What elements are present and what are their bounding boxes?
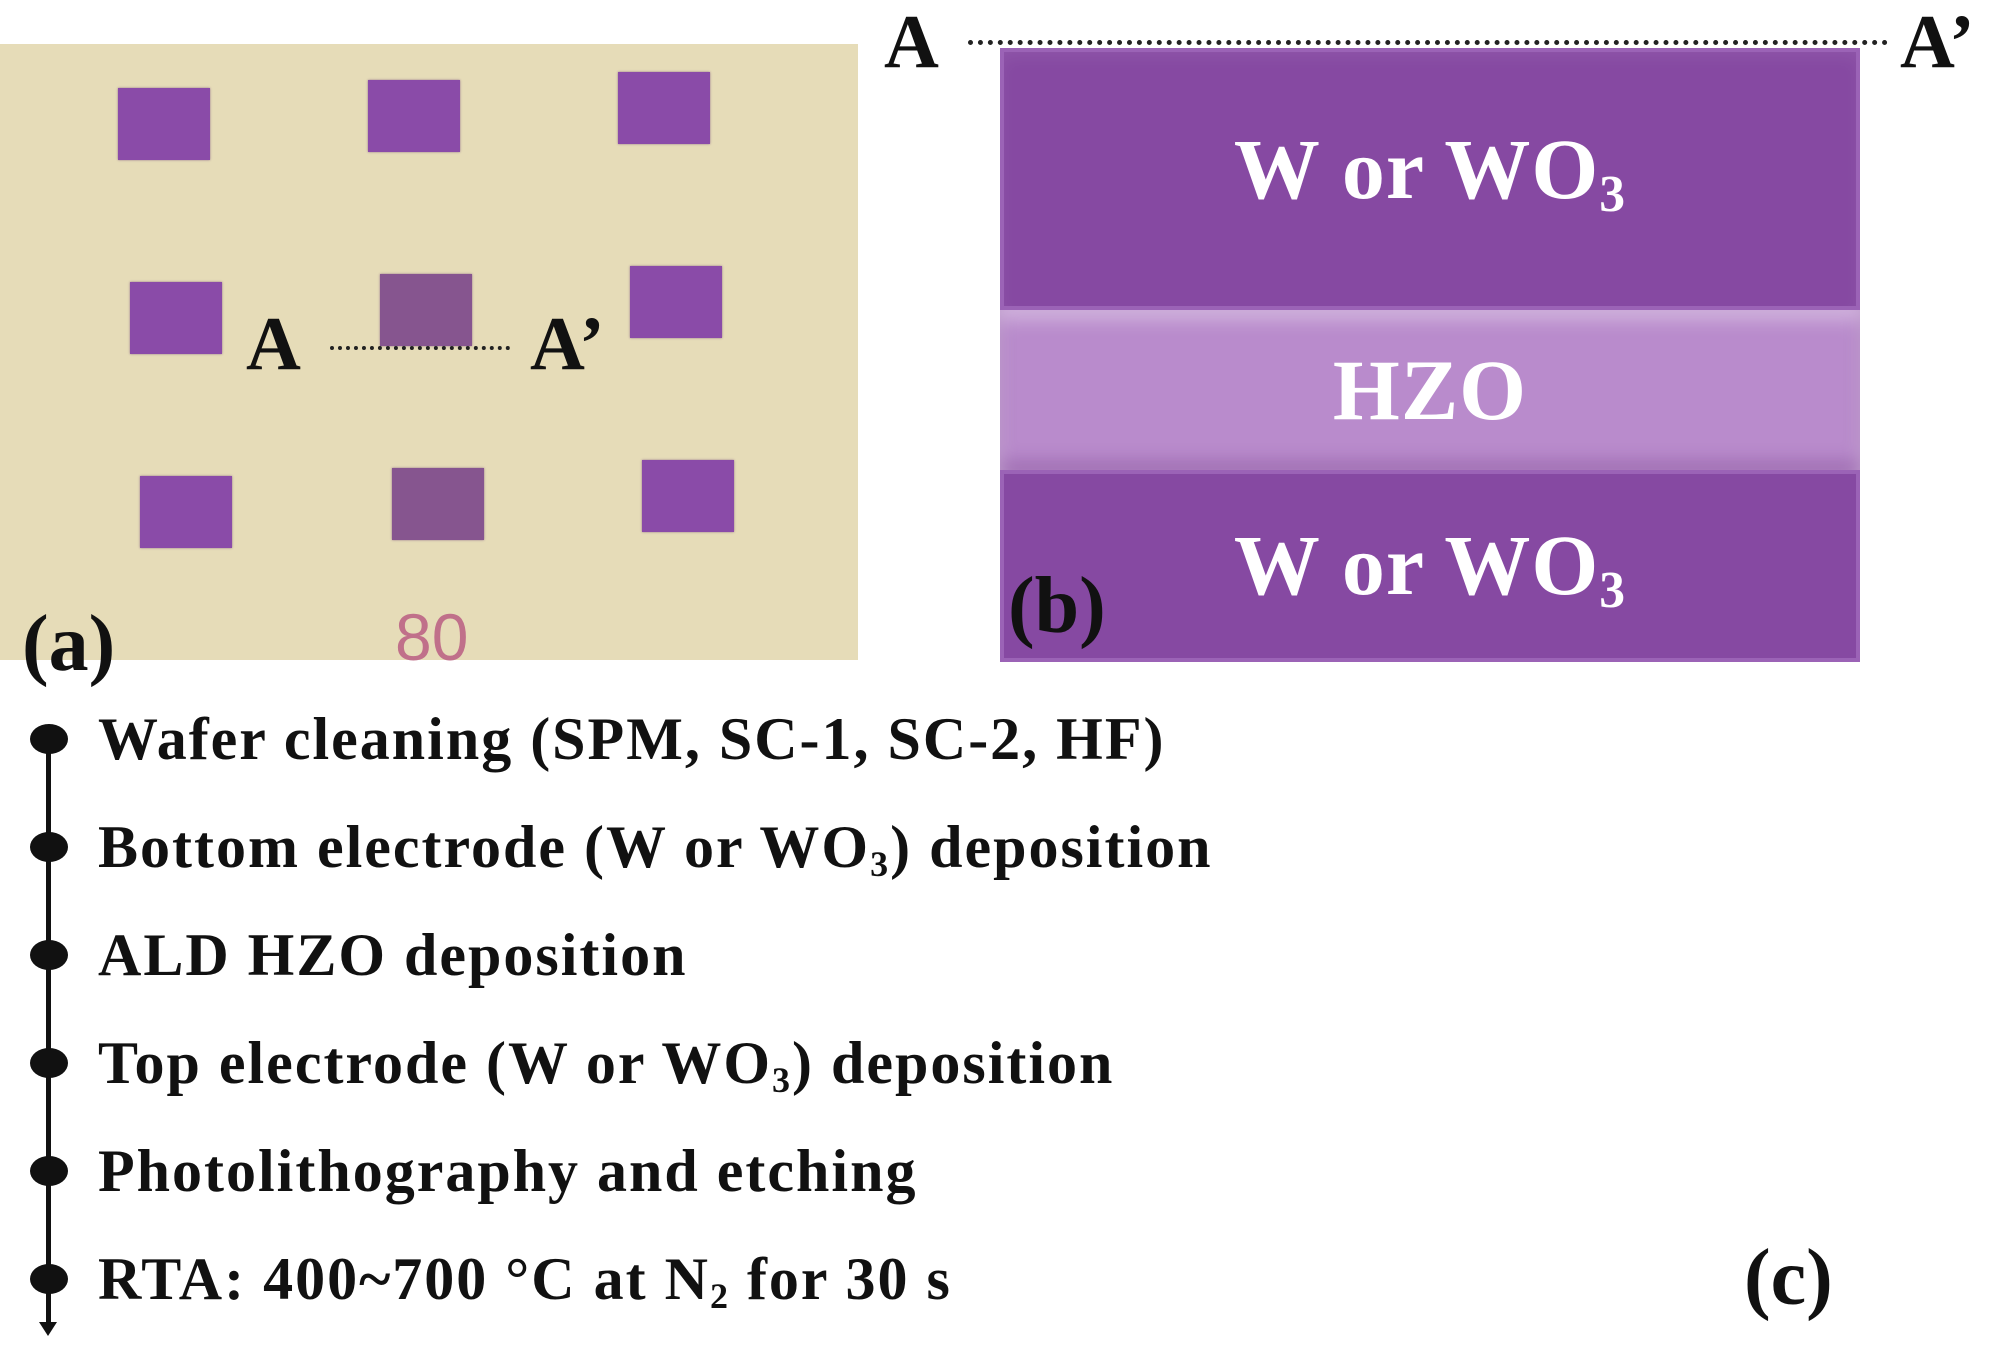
bullet-dot-icon	[30, 1264, 68, 1294]
process-step-text: Photolithography and etching	[98, 1137, 918, 1204]
cut-line-dotted	[968, 40, 1888, 45]
electrode-pad	[630, 266, 722, 338]
process-step: Wafer cleaning (SPM, SC-1, SC-2, HF)	[0, 694, 1700, 784]
marker-a-prime: A’	[530, 302, 605, 386]
process-step: Bottom electrode (W or WO3) deposition	[0, 802, 1700, 892]
process-step-text: ALD HZO deposition	[98, 921, 688, 988]
process-step-text: Bottom electrode (W or WO3) deposition	[98, 813, 1213, 884]
pad-number: 80	[395, 600, 469, 674]
micrograph-panel: A A’ 80 (a)	[0, 44, 858, 684]
top-electrode-layer: W or WO3	[1000, 48, 1860, 310]
marker-a: A	[246, 302, 301, 386]
bottom-electrode-label: W or WO3	[1233, 517, 1627, 619]
panel-label-b: (b)	[1008, 562, 1106, 650]
hzo-label: HZO	[1332, 342, 1528, 438]
process-step: ALD HZO deposition	[0, 910, 1700, 1000]
electrode-pad	[118, 88, 210, 160]
bullet-dot-icon	[30, 940, 68, 970]
electrode-pad	[642, 460, 734, 532]
bullet-dot-icon	[30, 1048, 68, 1078]
marker-a-prime: A’	[1900, 0, 1975, 84]
process-step: Photolithography and etching	[0, 1126, 1700, 1216]
electrode-pad	[140, 476, 232, 548]
process-step-text: Top electrode (W or WO3) deposition	[98, 1029, 1115, 1100]
cross-section-stack: W or WO3 HZO W or WO3	[1000, 48, 1860, 662]
process-step: Top electrode (W or WO3) deposition	[0, 1018, 1700, 1108]
process-step-text: RTA: 400~700 °C at N2 for 30 s	[98, 1245, 952, 1316]
electrode-pad	[130, 282, 222, 354]
process-step: RTA: 400~700 °C at N2 for 30 s	[0, 1234, 1700, 1324]
bottom-electrode-layer: W or WO3	[1000, 470, 1860, 662]
process-step-text: Wafer cleaning (SPM, SC-1, SC-2, HF)	[98, 705, 1166, 772]
hzo-layer: HZO	[1000, 310, 1860, 470]
process-flow-line	[46, 730, 51, 1330]
bullet-dot-icon	[30, 1156, 68, 1186]
bullet-dot-icon	[30, 724, 68, 754]
electrode-pad	[392, 468, 484, 540]
top-electrode-label: W or WO3	[1233, 121, 1627, 223]
cut-line-dotted	[330, 346, 510, 350]
electrode-pad-measured	[380, 274, 472, 346]
arrow-down-icon	[39, 1322, 57, 1336]
electrode-pad	[618, 72, 710, 144]
panel-label-c: (c)	[1744, 1234, 1833, 1322]
panel-label-a: (a)	[22, 600, 116, 688]
bullet-dot-icon	[30, 832, 68, 862]
marker-a: A	[884, 0, 939, 84]
electrode-pad	[368, 80, 460, 152]
